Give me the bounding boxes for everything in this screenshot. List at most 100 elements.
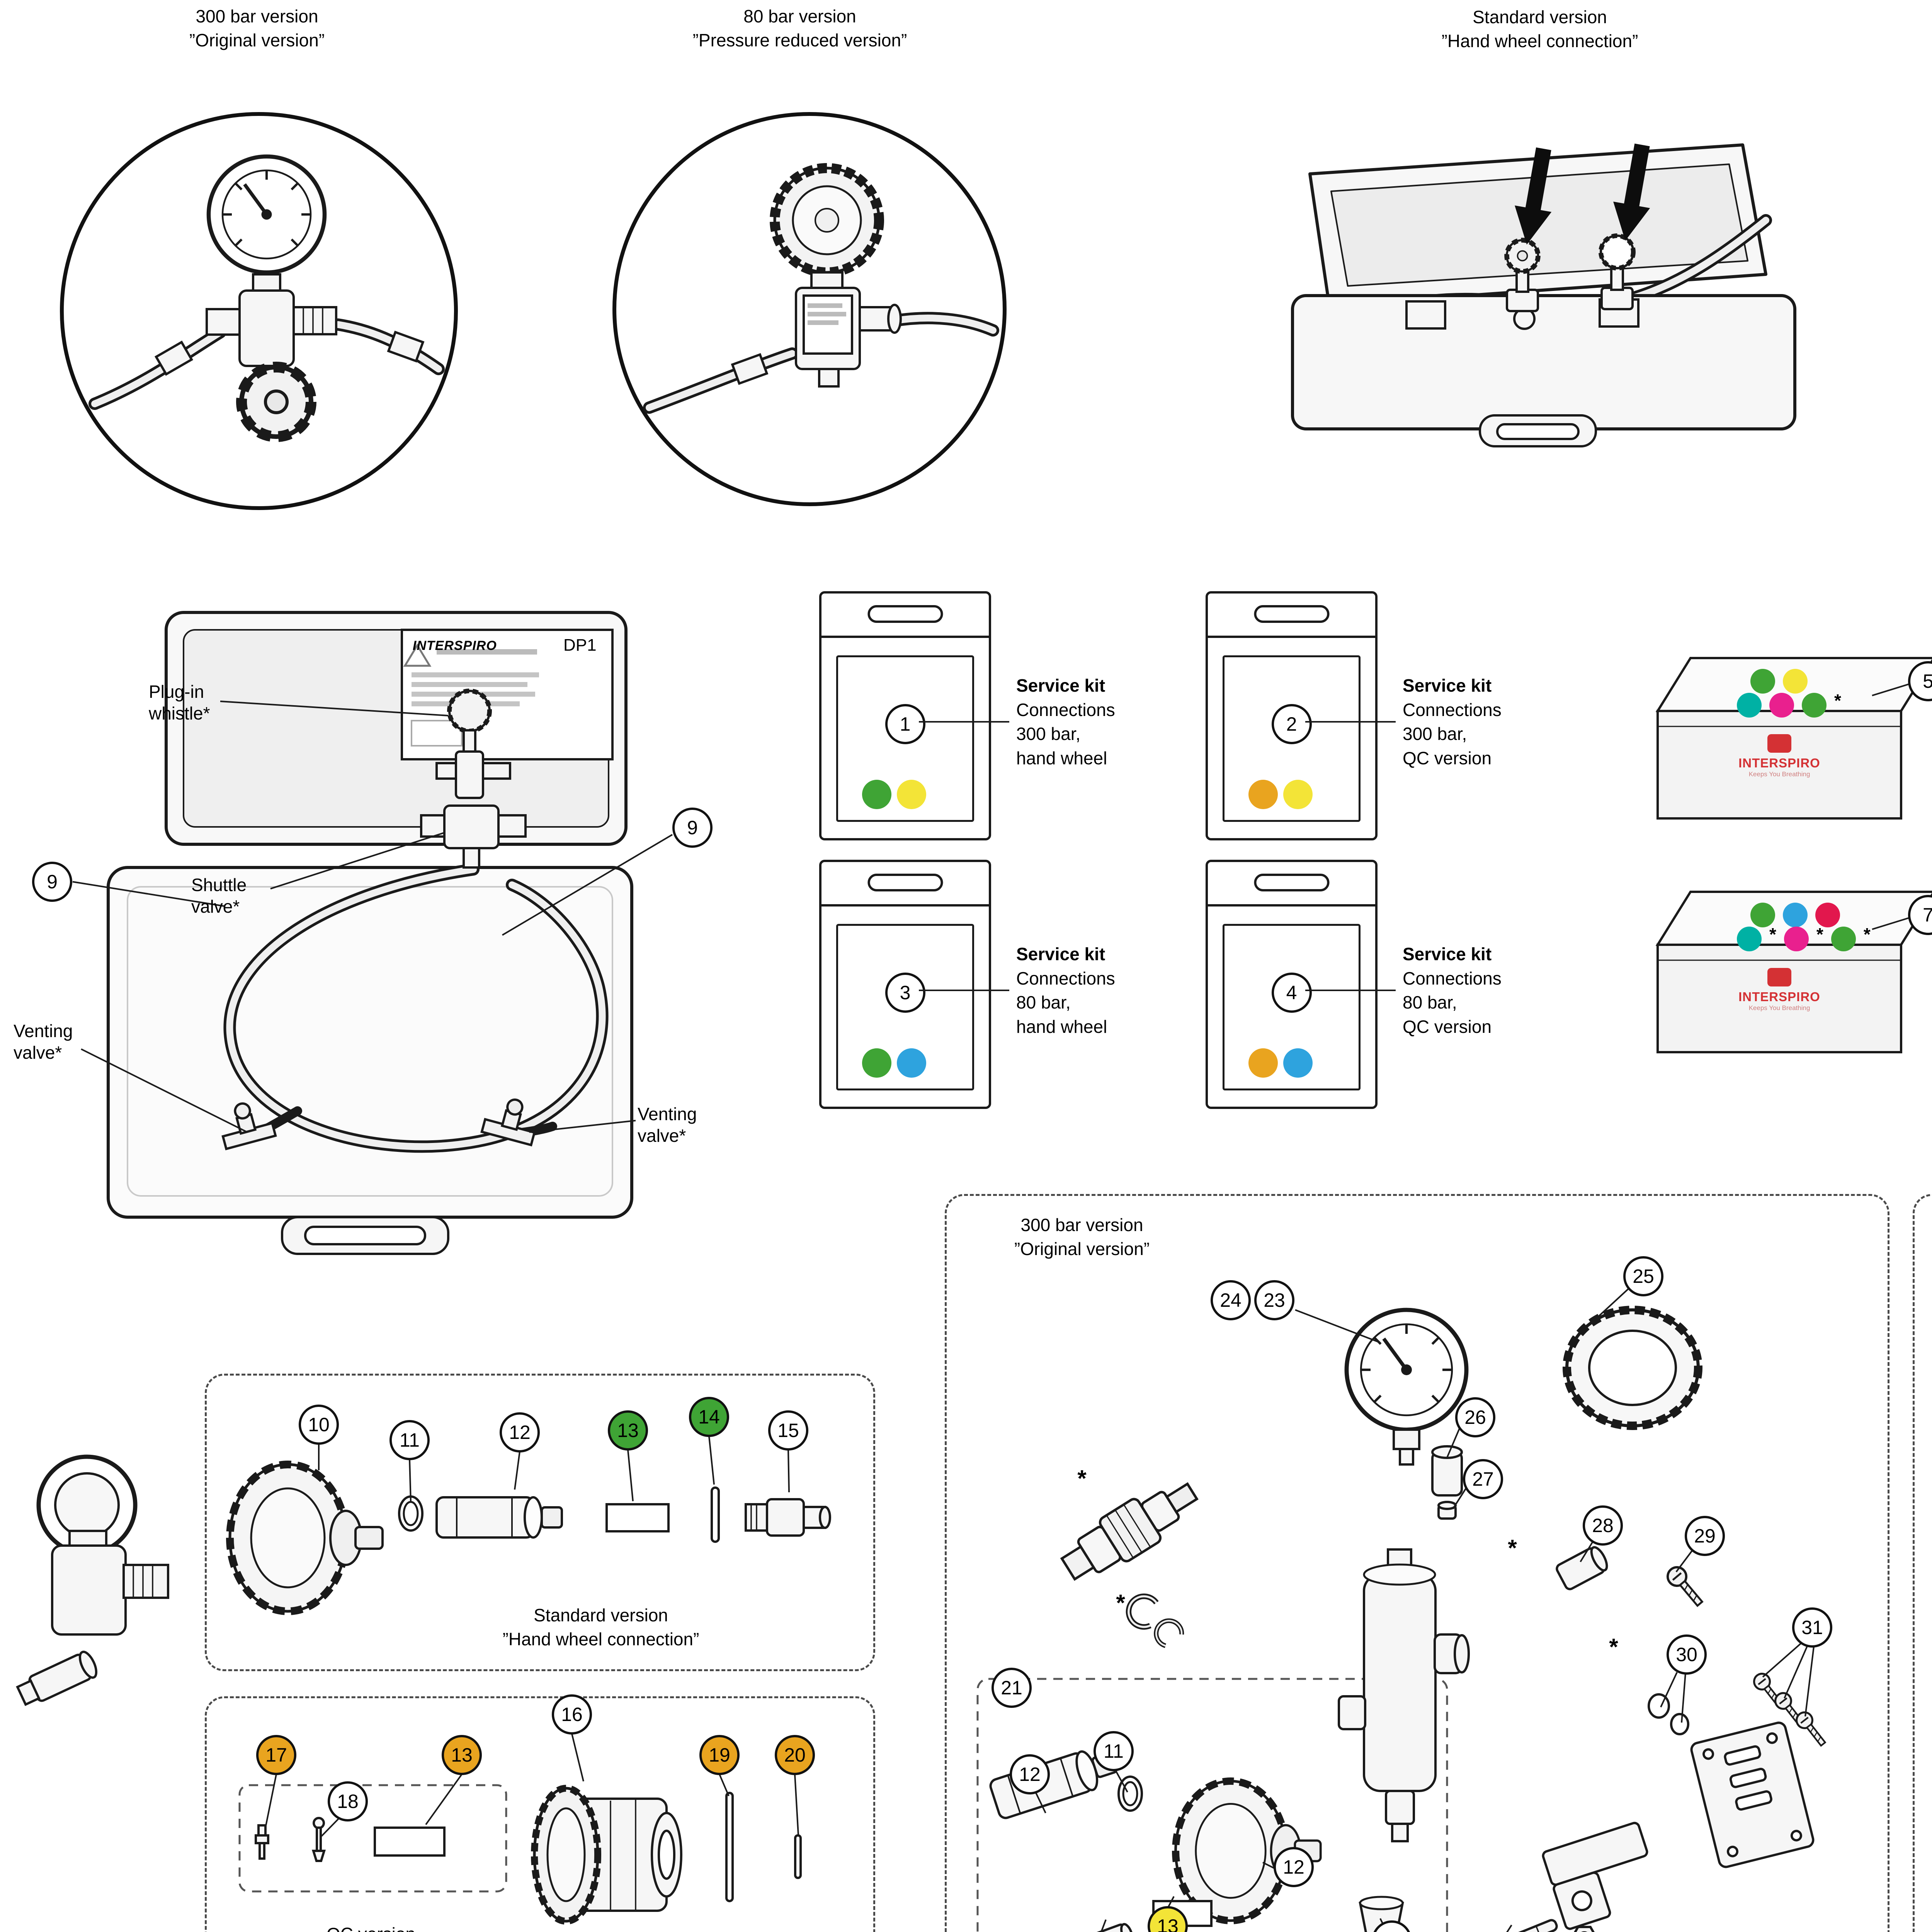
kit-dot-green bbox=[862, 780, 891, 809]
kit-text-line: 300 bar, bbox=[1016, 724, 1081, 744]
bag-hang-slot-icon bbox=[1254, 874, 1329, 891]
callout-standard-13: 13 bbox=[608, 1410, 648, 1451]
service-kit-3-package: 3 bbox=[819, 860, 991, 1109]
caption-line2: ”Hand wheel connection” bbox=[502, 1629, 699, 1649]
callout-bar300-11: 11 bbox=[1094, 1731, 1134, 1771]
kit-text-line: 80 bar, bbox=[1403, 992, 1457, 1013]
kit-dot-yellow bbox=[897, 780, 926, 809]
section-standard-version bbox=[205, 1374, 875, 1671]
kit-text-line: Service kit bbox=[1016, 944, 1105, 964]
callout-standard-12: 12 bbox=[500, 1412, 540, 1452]
title-line1: 300 bar version bbox=[196, 6, 318, 26]
service-kit-1-label: Service kit Connections 300 bar, hand wh… bbox=[1016, 673, 1115, 770]
kit-text-line: Service kit bbox=[1016, 675, 1105, 696]
kit-dot-pink bbox=[1769, 693, 1794, 718]
service-kit-7-package: *** INTERSPIRO Keeps You Breathing bbox=[1654, 889, 1932, 1055]
interspiro-tagline: Keeps You Breathing bbox=[1748, 1004, 1810, 1012]
callout-bar300-26: 26 bbox=[1455, 1397, 1495, 1437]
kit-text-line: QC version bbox=[1403, 748, 1492, 768]
callout-bar300-12: 12 bbox=[1010, 1754, 1050, 1794]
standard-parts-illustration bbox=[205, 1374, 831, 1671]
kit-dot-green bbox=[1831, 927, 1856, 951]
kit-text-line: 80 bar, bbox=[1016, 992, 1071, 1013]
service-kit-2-package: 2 bbox=[1206, 591, 1378, 840]
kit-text-line: QC version bbox=[1403, 1016, 1492, 1037]
kit-dot-gold bbox=[1248, 1048, 1278, 1078]
bag-label-panel bbox=[1223, 924, 1361, 1090]
kit-dot-green bbox=[862, 1048, 891, 1078]
bag-hang-slot-icon bbox=[867, 605, 943, 623]
standard-section-caption: Standard version ”Hand wheel connection” bbox=[446, 1604, 755, 1651]
label-plug-in-whistle: Plug-in whistle* bbox=[149, 682, 210, 724]
service-kit-1-package: 1 bbox=[819, 591, 991, 840]
title-line2: ”Pressure reduced version” bbox=[692, 30, 907, 50]
title-line2: ”Hand wheel connection” bbox=[1441, 31, 1638, 51]
kit-dot-teal bbox=[1737, 693, 1762, 718]
kit-dot-row bbox=[862, 1048, 926, 1078]
kit-dot-blue bbox=[1283, 1048, 1313, 1078]
callout-standard-10: 10 bbox=[299, 1405, 339, 1445]
case-label-brand: INTERSPIRO bbox=[413, 638, 497, 653]
300bar-exploded-illustration bbox=[976, 1194, 1889, 1932]
callout-standard-14: 14 bbox=[689, 1397, 729, 1437]
label-venting-valve-right: Venting valve* bbox=[638, 1104, 697, 1146]
see-below-asterisk: * bbox=[1077, 1465, 1087, 1492]
kit-dot-green bbox=[1802, 693, 1827, 718]
callout-bar300-24: 24 bbox=[1211, 1280, 1251, 1320]
section-qc-version bbox=[205, 1696, 875, 1932]
bag-hang-slot-icon bbox=[1254, 605, 1329, 623]
callout-qc-17: 17 bbox=[256, 1735, 296, 1775]
bag-hang-header bbox=[1208, 862, 1375, 906]
kit-text-line: hand wheel bbox=[1016, 748, 1107, 768]
callout-bar300-12: 12 bbox=[1274, 1847, 1314, 1887]
kit-dot-yellow bbox=[1783, 669, 1808, 694]
kit-box-illustration bbox=[1655, 891, 1932, 1053]
dp1-panel-case-illustration bbox=[107, 611, 633, 1255]
dot-asterisk: * bbox=[1816, 924, 1823, 944]
interspiro-logo: INTERSPIRO Keeps You Breathing bbox=[1721, 734, 1837, 778]
callout-bar300-25: 25 bbox=[1623, 1256, 1663, 1296]
bag-label-panel bbox=[836, 655, 974, 822]
callout-bar300-31: 31 bbox=[1792, 1607, 1832, 1648]
bag-hang-header bbox=[821, 862, 989, 906]
bag-hang-slot-icon bbox=[867, 874, 943, 891]
callout-bar300-28: 28 bbox=[1583, 1505, 1623, 1546]
qc-coupling-part bbox=[531, 1785, 682, 1925]
callout-bar300-23: 23 bbox=[1254, 1280, 1294, 1320]
callout-panel-case-9: 9 bbox=[672, 808, 713, 848]
callout-kit-3: 3 bbox=[885, 973, 925, 1013]
bag-label-panel bbox=[836, 924, 974, 1090]
kit-text-line: Connections bbox=[1403, 699, 1502, 720]
title-standard-handwheel: Standard version ”Hand wheel connection” bbox=[1385, 5, 1694, 53]
kit-text-line: Connections bbox=[1016, 699, 1115, 720]
callout-bar300-30: 30 bbox=[1667, 1634, 1707, 1675]
kit-dot-row bbox=[862, 780, 926, 809]
callout-qc-20: 20 bbox=[775, 1735, 815, 1775]
callout-bar300-27: 27 bbox=[1463, 1459, 1503, 1499]
case-label-model: DP1 bbox=[563, 636, 597, 655]
caption-line1: Standard version bbox=[534, 1605, 668, 1625]
callout-standard-11: 11 bbox=[389, 1420, 430, 1460]
title-line2: ”Original version” bbox=[189, 30, 325, 50]
kit-dot-teal bbox=[1737, 927, 1762, 951]
80bar-connection-detail-illustration bbox=[612, 112, 1007, 506]
service-kit-4-label: Service kit Connections 80 bar, QC versi… bbox=[1403, 942, 1502, 1039]
see-below-asterisk: * bbox=[1116, 1590, 1125, 1616]
bag-hang-header bbox=[821, 594, 989, 638]
callout-qc-19: 19 bbox=[699, 1735, 740, 1775]
bag-label-panel bbox=[1223, 655, 1361, 822]
callout-panel-case-9: 9 bbox=[32, 862, 72, 902]
kit-dot-pink bbox=[1784, 927, 1809, 951]
dot-asterisk: * bbox=[1834, 690, 1841, 711]
callout-kit-4: 4 bbox=[1271, 973, 1312, 1013]
kit-dot-blue bbox=[897, 1048, 926, 1078]
kit-text-line: hand wheel bbox=[1016, 1016, 1107, 1037]
callout-kit-2: 2 bbox=[1271, 704, 1312, 744]
kit-dot-row: *** bbox=[1737, 924, 1871, 951]
interspiro-tagline: Keeps You Breathing bbox=[1748, 770, 1810, 778]
kit-dot-row bbox=[1750, 669, 1808, 694]
kit-dot-yellow bbox=[1283, 780, 1313, 809]
dot-asterisk: * bbox=[1863, 924, 1871, 944]
